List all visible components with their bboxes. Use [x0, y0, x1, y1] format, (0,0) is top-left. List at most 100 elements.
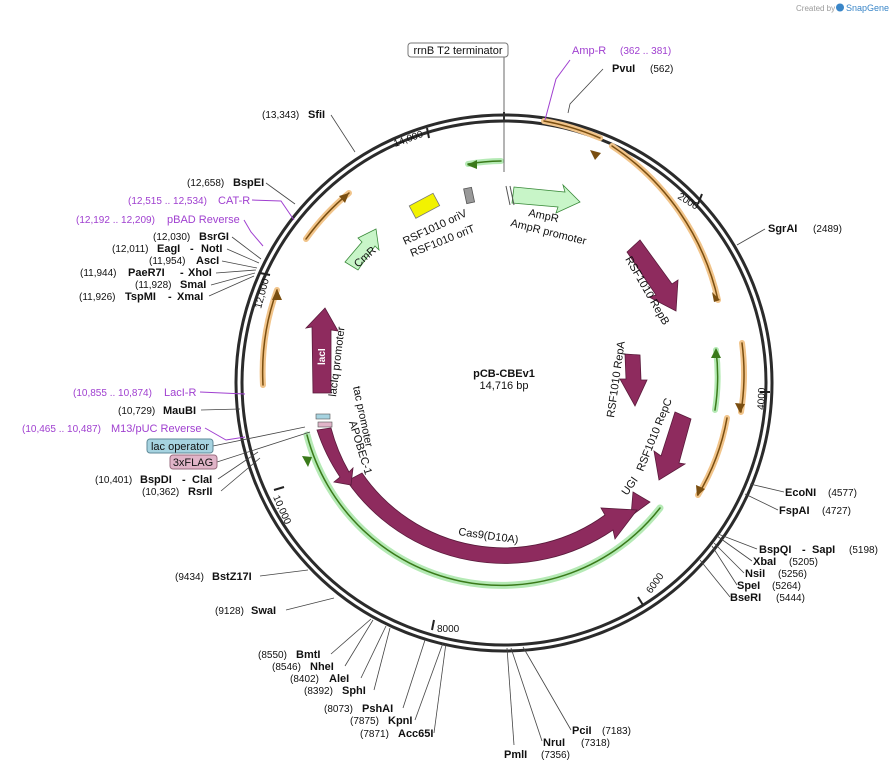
site-xbai-pos: (5205): [789, 557, 818, 568]
lead-sgrai: [736, 228, 766, 246]
enzyme-sites: PvuI (562) SgrAI (2489) EcoNI (4577) Fsp…: [79, 63, 878, 761]
arrowhead: [696, 485, 705, 496]
site-rsrii-pos: (10,362): [142, 487, 179, 498]
lead-bsrgi: [231, 236, 262, 260]
site-swai-pos: (9128): [215, 606, 244, 617]
site-sphi: SphI: [342, 685, 366, 697]
site-alei-pos: (8402): [290, 674, 319, 685]
site-sgrai: SgrAI: [768, 223, 797, 235]
site-alei: AleI: [329, 673, 349, 685]
lead-tspmi: [208, 275, 255, 297]
lead-m13rev: [204, 427, 246, 441]
label-cas9: Cas9(D10A): [458, 526, 520, 546]
lead-bmti: [330, 618, 372, 655]
arc-1-core: [543, 120, 601, 139]
primer-pbadrev-pos: (12,192 .. 12,209): [76, 215, 155, 226]
lead-paer7i: [215, 269, 257, 274]
green-arc-big-core: [306, 434, 661, 587]
site-bspdi-pos: (10,401): [95, 475, 132, 486]
site-bstz17i-pos: (9434): [175, 572, 204, 583]
site-bstz17i: BstZ17I: [212, 571, 252, 583]
site-asci-pos: (11,954): [149, 256, 186, 267]
cmr-arrow: [344, 228, 380, 271]
lac-operator-box: [146, 438, 214, 454]
primer-m13rev-pos: (10,465 .. 10,487): [22, 424, 101, 435]
lead-nsii: [713, 542, 745, 574]
lead-rsrii: [220, 457, 261, 492]
site-smai: SmaI: [180, 279, 206, 291]
apobec-arrow: [316, 427, 354, 486]
ampr-arrow: [511, 183, 581, 214]
site-sfii-pos: (13,343): [262, 110, 299, 121]
primer-labels: Amp-R (362 .. 381) (12,515 .. 12,534) CA…: [22, 45, 671, 435]
lead-flag: [216, 431, 311, 463]
site-tspmi-pos: (11,926): [79, 292, 116, 303]
site-pvui: PvuI: [612, 63, 635, 75]
site-pvui-pos: (562): [650, 64, 673, 75]
repc-arrow: [653, 411, 692, 481]
feature-shapes: [304, 183, 692, 564]
lead-lacop: [212, 426, 306, 447]
site-bmti: BmtI: [296, 649, 320, 661]
tick-label-4000: 4000: [756, 387, 768, 410]
site-xhoi: XhoI: [188, 267, 212, 279]
primer-ampr: Amp-R: [572, 45, 606, 57]
lead-alei: [360, 625, 387, 679]
site-kpni-pos: (7875): [350, 716, 379, 727]
site-nrui-pos: (7318): [581, 738, 610, 749]
lead-acc65i: [433, 642, 447, 734]
terminator-box: [407, 42, 509, 58]
arrowhead: [339, 193, 349, 203]
site-spei: SpeI: [737, 580, 760, 592]
site-swai: SwaI: [251, 605, 276, 617]
repa-arrow: [619, 353, 648, 407]
site-nhei: NheI: [310, 661, 334, 673]
site-pmli-pos: (7356): [541, 750, 570, 761]
site-fspai-pos: (4727): [822, 506, 851, 517]
plasmid-length: 14,716 bp: [480, 380, 529, 392]
site-paer7i-sep: -: [180, 267, 184, 279]
lead-pbadrev: [243, 219, 264, 247]
site-fspai: FspAI: [779, 505, 810, 517]
site-spei-pos: (5264): [772, 581, 801, 592]
plasmid-name: pCB-CBEv1: [473, 368, 535, 380]
site-clai: ClaI: [192, 474, 212, 486]
lead-lacir: [199, 391, 246, 395]
repb-arrow: [626, 239, 679, 312]
lead-pcii: [522, 646, 572, 731]
orit-box: [463, 186, 476, 205]
primer-catr-pos: (12,515 .. 12,534): [128, 196, 207, 207]
green-arc-top-core: [467, 160, 502, 165]
site-xmai: XmaI: [177, 291, 203, 303]
site-nsii: NsiI: [745, 568, 765, 580]
lac-operator-mark: [315, 413, 331, 420]
created-by-text: Created by: [796, 4, 835, 13]
tick-line: [273, 486, 285, 491]
primer-lacir-pos: (10,855 .. 10,874): [73, 388, 152, 399]
arrowhead: [272, 289, 282, 300]
arrowhead: [711, 348, 721, 358]
site-kpni: KpnI: [388, 715, 412, 727]
lead-smai: [210, 272, 256, 286]
lead-bseri: [699, 559, 731, 598]
label-laci: lacI: [317, 348, 328, 365]
primer-lacir: LacI-R: [164, 387, 196, 399]
site-paer7i: PaeR7I: [128, 267, 165, 279]
arrowhead: [467, 160, 477, 169]
site-bspei-pos: (12,658): [187, 178, 224, 189]
site-eagi: EagI: [157, 243, 180, 255]
snapgene-logo-icon: [836, 3, 844, 12]
site-bsrgi-pos: (12,030): [153, 232, 190, 243]
site-maubi-pos: (10,729): [118, 406, 155, 417]
lead-xbai: [716, 535, 753, 562]
primer-m13rev: M13/pUC Reverse: [111, 423, 201, 435]
tick-line: [426, 127, 430, 139]
site-sgrai-pos: (2489): [813, 224, 842, 235]
site-bmti-pos: (8550): [258, 650, 287, 661]
lead-spei: [711, 545, 738, 586]
lead-sphi: [373, 627, 391, 691]
arrowhead: [302, 456, 312, 467]
site-nsii-pos: (5256): [778, 569, 807, 580]
site-pmli: PmlI: [504, 749, 527, 761]
site-sfii: SfiI: [308, 109, 325, 121]
